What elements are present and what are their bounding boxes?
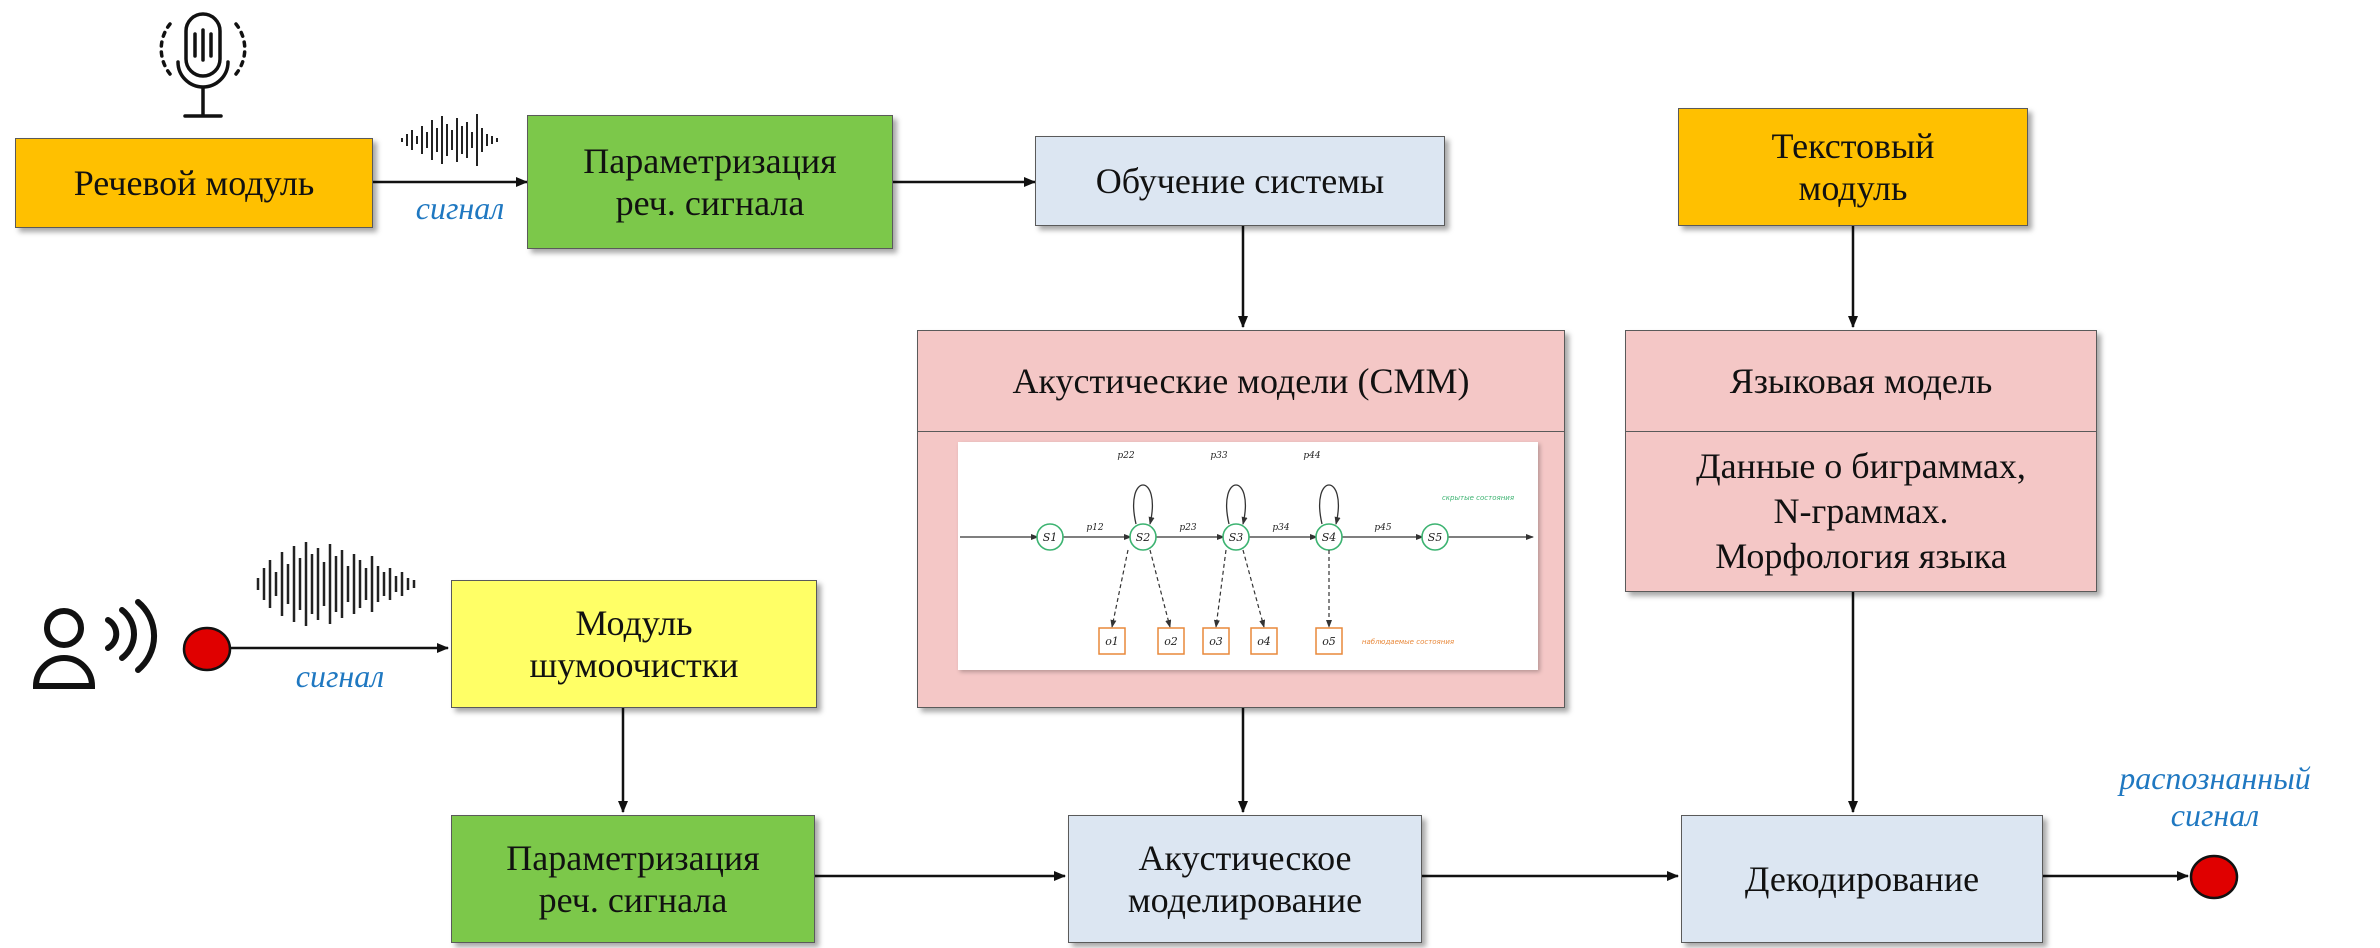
- microphone-icon: [159, 12, 247, 118]
- decoding-box: Декодирование: [1681, 815, 2043, 943]
- output-dot: [2189, 854, 2239, 900]
- recognized-signal-label: распознанный сигнал: [2119, 760, 2311, 833]
- hmm-obs-5: o5: [1322, 635, 1336, 648]
- waveform-small-icon: [401, 114, 498, 166]
- hmm-obs-3: o3: [1209, 635, 1223, 648]
- hmm-transition-p12: p12: [1086, 523, 1103, 533]
- input-dot: [182, 626, 232, 672]
- hmm-obs-4: o4: [1257, 635, 1271, 648]
- hmm-obs-1: o1: [1105, 635, 1119, 648]
- param-bottom-box: Параметризация реч. сигнала: [451, 815, 815, 943]
- noise-module-box: Модуль шумоочистки: [451, 580, 817, 708]
- hmm-transition-p23: p23: [1179, 523, 1196, 533]
- signal-label-bottom: сигнал: [295, 658, 385, 694]
- hmm-obs-2: o2: [1164, 635, 1178, 648]
- hmm-diagram-svg: S1 S2 S3 S4 S5 p12 p23 p34 p45 p22 p33 p…: [960, 451, 1534, 655]
- signal-label-top: сигнал: [415, 190, 505, 226]
- training-box: Обучение системы: [1035, 136, 1445, 226]
- language-model-data: Данные о биграммах, N-граммах. Морфологи…: [1696, 445, 2026, 576]
- speech-module-box: Речевой модуль: [15, 138, 373, 228]
- hmm-diagram: S1 S2 S3 S4 S5 p12 p23 p34 p45 p22 p33 p…: [958, 442, 1538, 670]
- hmm-state-4: S4: [1322, 531, 1337, 544]
- hmm-hidden-label: скрытые состояния: [1442, 494, 1514, 502]
- acoustic-modeling-box: Акустическое моделирование: [1068, 815, 1422, 943]
- hmm-loop-p33: p33: [1210, 451, 1227, 461]
- hmm-transition-p45: p45: [1374, 523, 1391, 533]
- param-top-box: Параметризация реч. сигнала: [527, 115, 893, 249]
- language-model-title: Языковая модель: [1626, 331, 2096, 432]
- hmm-loop-p22: p22: [1117, 451, 1134, 461]
- hmm-state-5: S5: [1428, 531, 1443, 544]
- text-module-box: Текстовый модуль: [1678, 108, 2028, 226]
- hmm-state-3: S3: [1229, 531, 1244, 544]
- language-model-box: Языковая модель Данные о биграммах, N-гр…: [1625, 330, 2097, 592]
- hmm-state-2: S2: [1136, 531, 1151, 544]
- hmm-loop-p44: p44: [1303, 451, 1320, 461]
- hmm-transition-p34: p34: [1272, 523, 1289, 533]
- speaking-person-icon: [32, 599, 157, 689]
- acoustic-models-title: Акустические модели (СММ): [918, 331, 1564, 432]
- hmm-state-1: S1: [1043, 531, 1058, 544]
- hmm-observed-label: наблюдаемые состояния: [1362, 638, 1454, 646]
- waveform-large-icon: [256, 542, 416, 626]
